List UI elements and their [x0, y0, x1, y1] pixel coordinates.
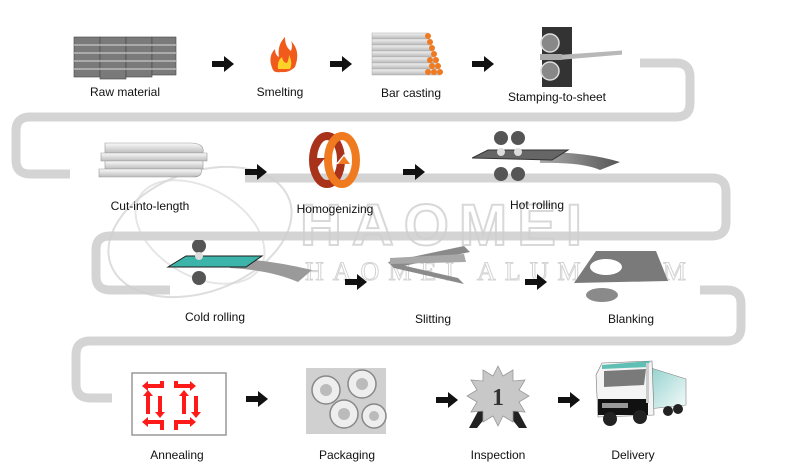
step-label: Smelting [256, 85, 304, 99]
cold-rolling-icon [166, 240, 312, 285]
arrow-right-icon [436, 392, 458, 408]
press-machine-icon [540, 27, 622, 87]
track-segment-3 [71, 285, 746, 403]
blank-disc-icon [574, 251, 668, 302]
cut-sheets-icon [98, 142, 208, 178]
step-label: Homogenizing [296, 202, 374, 216]
step-label: Raw material [89, 85, 161, 99]
step-label: Slitting [414, 312, 452, 326]
step-label: Blanking [607, 312, 655, 326]
cycle-arrows-icon [309, 132, 360, 188]
arrow-right-icon [246, 391, 268, 407]
arrow-right-icon [472, 56, 494, 72]
arrow-right-icon [403, 164, 425, 180]
track-segment-1 [11, 58, 695, 179]
step-label: Bar casting [380, 86, 442, 100]
rolling-mill-icon [472, 131, 620, 181]
award-badge-icon: 1 [466, 365, 530, 428]
arrow-right-icon [245, 164, 267, 180]
flame-icon [270, 37, 298, 73]
step-label: Cut-into-length [110, 199, 190, 213]
step-label: Delivery [611, 448, 655, 462]
truck-icon [595, 360, 687, 426]
step-label: Stamping-to-sheet [507, 90, 607, 104]
arrow-right-icon [345, 274, 367, 290]
step-label: Hot rolling [509, 198, 565, 212]
step-label: Annealing [150, 448, 204, 462]
arrow-right-icon [212, 56, 234, 72]
arrow-right-icon [558, 392, 580, 408]
step-label: Packaging [318, 448, 376, 462]
slit-strips-icon [388, 246, 470, 284]
arrow-right-icon [525, 274, 547, 290]
bar-stack-icon [371, 32, 443, 76]
arrow-right-icon [330, 56, 352, 72]
packaged-circles-icon [306, 368, 387, 434]
step-label: Cold rolling [184, 310, 246, 324]
track-segment-2 [91, 173, 731, 295]
step-label: Inspection [470, 448, 526, 462]
heat-cycle-arrows-icon [131, 372, 227, 436]
ingot-stack-icon [73, 36, 177, 80]
badge-number: 1 [492, 385, 504, 411]
